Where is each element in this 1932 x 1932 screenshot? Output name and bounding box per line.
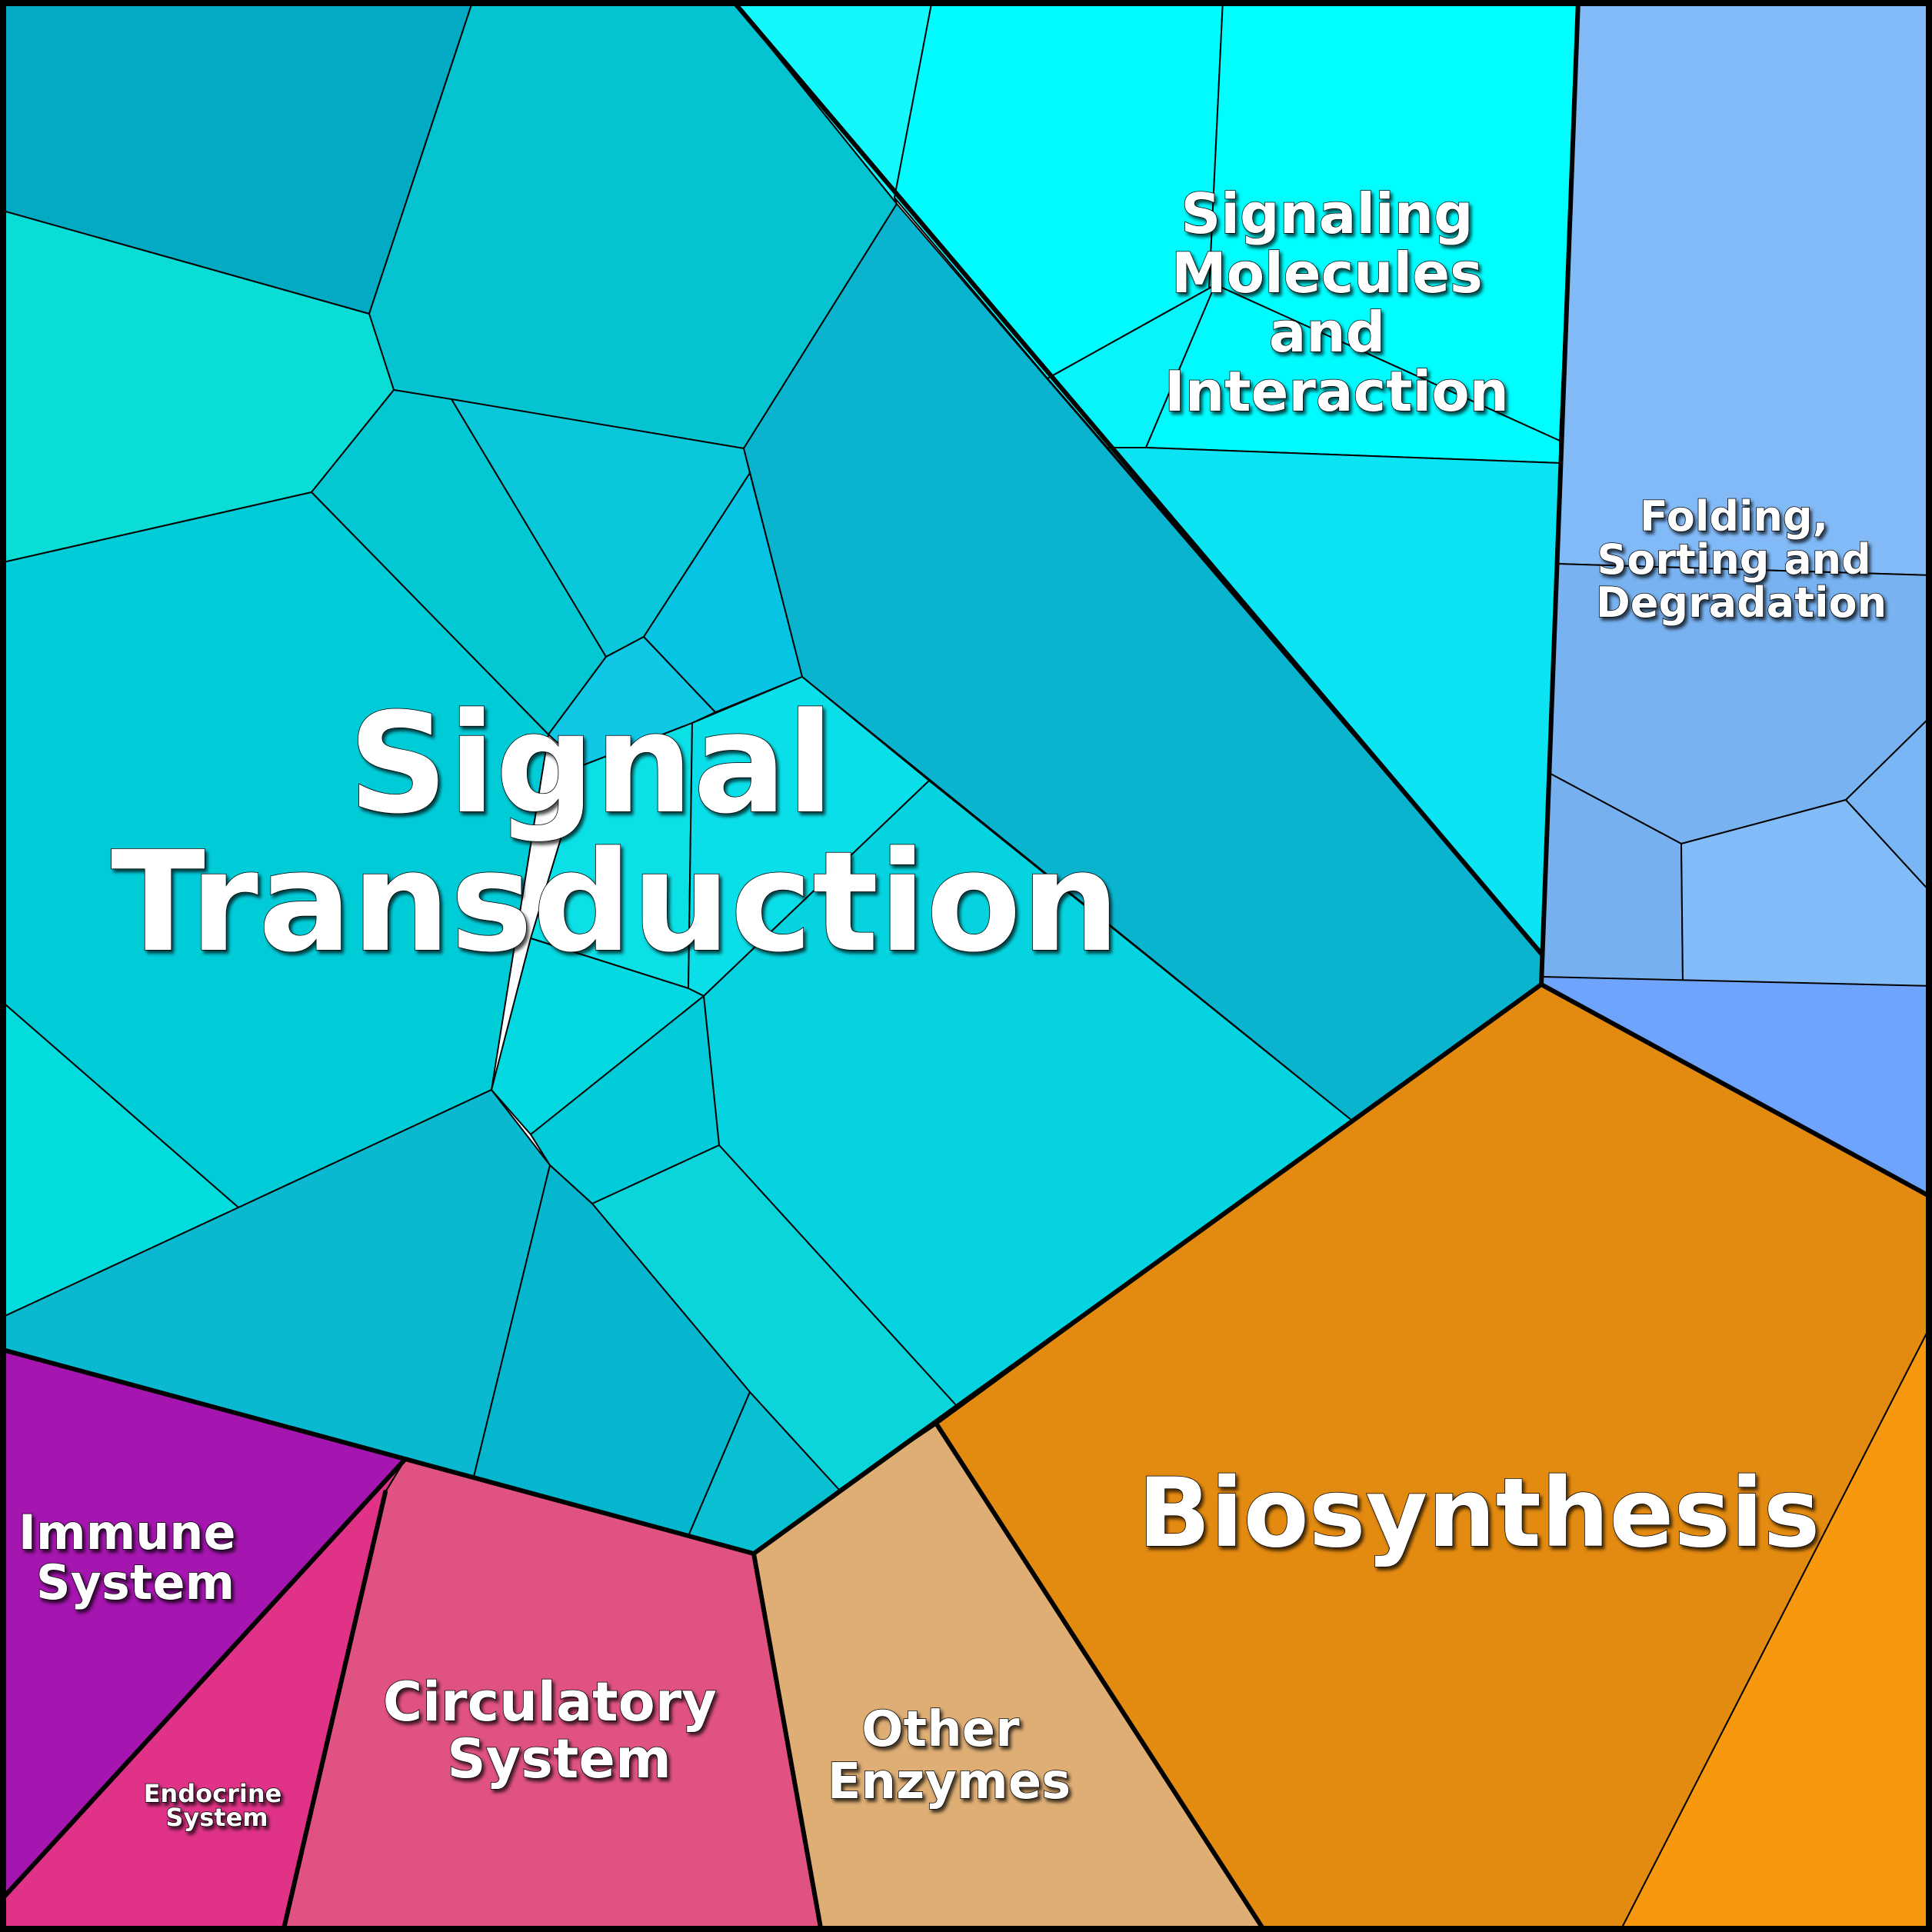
immune-system-label: Immune System	[18, 1504, 252, 1611]
biosynthesis-cell[interactable]	[1619, 1322, 1932, 1932]
folding-cell[interactable]	[1681, 799, 1932, 987]
folding-cell[interactable]	[1555, 0, 1932, 576]
folding-region	[1540, 0, 1932, 1198]
circulatory-system-label: Circulatory System	[383, 1671, 736, 1790]
endocrine-system-label: Endocrine System	[144, 1779, 291, 1832]
other-enzymes-label: Other Enzymes	[828, 1701, 1071, 1810]
signal-transduction-region	[0, 0, 1542, 1554]
signal-transduction-label: Signal Transduction	[111, 684, 1120, 983]
biosynthesis-label: Biosynthesis	[1138, 1458, 1820, 1569]
labels: Signal Transduction Signaling Molecules …	[18, 181, 1887, 1833]
folding-cell[interactable]	[1845, 715, 1932, 894]
folding-label: Folding, Sorting and Degradation	[1596, 492, 1887, 627]
signaling-molecules-label: Signaling Molecules and Interaction	[1164, 182, 1509, 424]
